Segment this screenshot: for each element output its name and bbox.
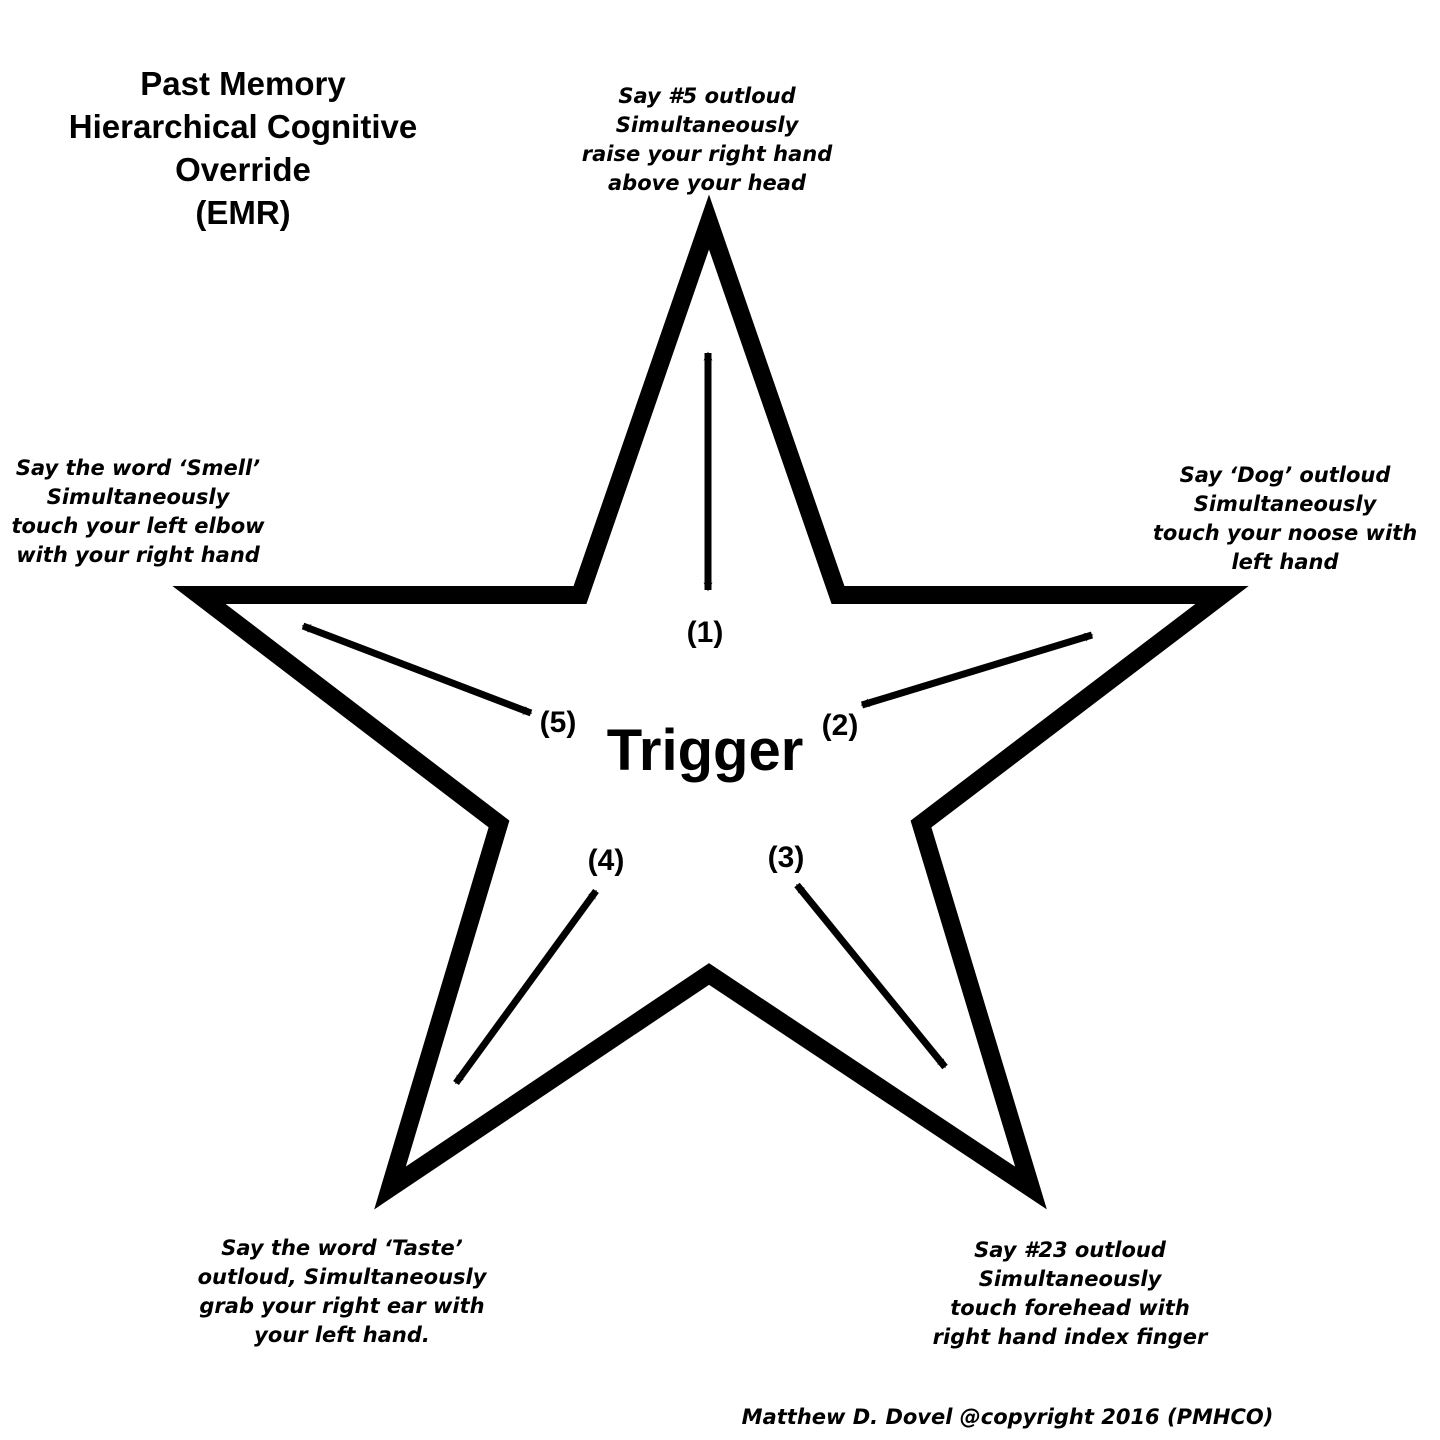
arrow-point-2	[860, 631, 1094, 709]
instruction-line: your left hand.	[254, 1323, 430, 1347]
instruction-line: Say #5 outloud	[618, 84, 796, 108]
instruction-line: Simultaneously	[615, 113, 799, 137]
diagram-title: Past Memory Hierarchical Cognitive Overr…	[20, 62, 466, 234]
instruction-point-3: Say #23 outloud Simultaneously touch for…	[920, 1236, 1220, 1352]
instruction-point-5: Say the word ‘Smell’ Simultaneously touc…	[0, 454, 288, 570]
trigger-label: Trigger	[607, 718, 804, 783]
title-line: Hierarchical Cognitive	[68, 108, 418, 145]
instruction-line: grab your right ear with	[199, 1294, 485, 1318]
instruction-line: with your right hand	[16, 543, 260, 567]
arrow-point-3	[794, 882, 948, 1070]
copyright-notice: Matthew D. Dovel @copyright 2016 (PMHCO)	[741, 1405, 1274, 1429]
arrows-group	[301, 351, 1094, 1086]
instruction-point-1: Say #5 outloud Simultaneously raise your…	[557, 82, 857, 198]
instruction-point-4: Say the word ‘Taste’ outloud, Simultaneo…	[192, 1234, 492, 1350]
instruction-line: outloud, Simultaneously	[197, 1265, 487, 1289]
instruction-line: above your head	[607, 171, 806, 195]
instruction-line: touch your left elbow	[11, 514, 265, 538]
instruction-line: touch your noose with	[1152, 521, 1418, 545]
instruction-line: Simultaneously	[978, 1267, 1162, 1291]
title-line: Override	[175, 151, 311, 188]
instruction-line: left hand	[1231, 550, 1339, 574]
instruction-line: touch forehead with	[950, 1296, 1190, 1320]
point-number-4: (4)	[588, 844, 625, 877]
instruction-line: right hand index finger	[932, 1325, 1208, 1349]
instruction-line: Say ‘Dog’ outloud	[1179, 463, 1391, 487]
title-line: Past Memory	[140, 65, 346, 102]
instruction-point-2: Say ‘Dog’ outloud Simultaneously touch y…	[1135, 461, 1435, 577]
point-number-3: (3)	[768, 841, 805, 874]
arrow-point-5	[301, 622, 533, 717]
instruction-line: Simultaneously	[1193, 492, 1377, 516]
point-number-5: (5)	[540, 706, 577, 739]
instruction-line: Say the word ‘Taste’	[221, 1236, 463, 1260]
instruction-line: raise your right hand	[581, 142, 833, 166]
instruction-line: Simultaneously	[46, 485, 230, 509]
title-line: (EMR)	[195, 194, 291, 231]
arrow-point-4	[453, 888, 599, 1086]
instruction-line: Say the word ‘Smell’	[15, 456, 261, 480]
star-outline	[172, 194, 1249, 1210]
point-number-2: (2)	[822, 709, 859, 742]
instruction-line: Say #23 outloud	[974, 1238, 1166, 1262]
point-number-1: (1)	[687, 616, 724, 649]
